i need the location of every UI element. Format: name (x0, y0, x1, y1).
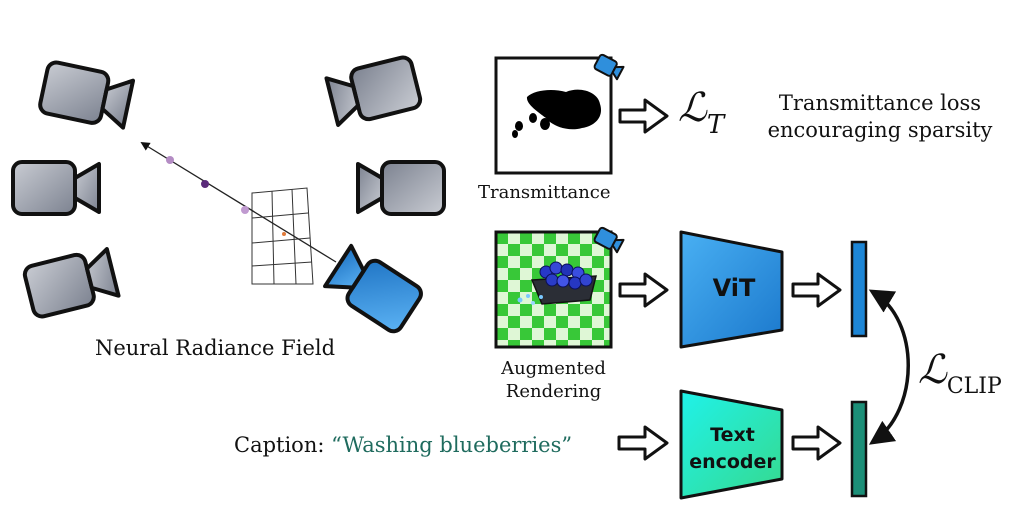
transmittance-label: Transmittance (478, 182, 611, 203)
text-encoder-line2: encoder (689, 451, 776, 473)
clip-loss-double-arrow (868, 289, 910, 445)
camera-icon-top-left (36, 58, 136, 132)
camera-icon-active-blue (321, 242, 427, 337)
camera-icon-small-augmented (593, 226, 625, 254)
ray-sample-point (166, 156, 174, 164)
augmented-label-line1: Augmented (501, 358, 606, 379)
caption-line: Caption: “Washing blueberries” (234, 433, 572, 457)
camera-ray (140, 142, 337, 263)
image-plane-grid (251, 187, 314, 285)
vit-encoder-block (679, 230, 784, 349)
camera-icon-top-right (324, 53, 425, 129)
camera-icon-left (11, 160, 101, 216)
ray-sample-point (241, 206, 249, 214)
text-encoder-block (679, 389, 784, 500)
arrow-text-encoder-to-embedding (791, 425, 842, 461)
clip-loss-symbol: ℒCLIP (918, 347, 1002, 399)
transmittance-image (494, 56, 613, 175)
caption-prefix: Caption: (234, 433, 325, 457)
transmittance-loss-description-line1: Transmittance loss (778, 91, 982, 115)
transmittance-loss-subscript: T (706, 110, 725, 140)
image-embedding-bar (850, 240, 868, 338)
arrow-to-transmittance-loss (618, 98, 669, 134)
text-encoder-line1: Text (710, 424, 755, 446)
camera-icon-small-transmittance (593, 53, 625, 81)
augmented-label-line2: Rendering (505, 381, 602, 402)
augmented-rendering-image (494, 230, 613, 349)
vit-label: ViT (712, 274, 756, 302)
augmented-rendering-label: Augmented Rendering (486, 357, 621, 403)
camera-icon-right (356, 160, 446, 216)
clip-loss-subscript: CLIP (946, 374, 1002, 399)
camera-icon-bottom-left (20, 245, 121, 321)
transmittance-loss-description-line2: encouraging sparsity (767, 118, 993, 142)
arrow-vit-to-embedding (791, 272, 842, 308)
ray-sample-point (282, 232, 286, 236)
arrow-caption-to-text-encoder (617, 425, 669, 461)
arrow-to-vit (618, 272, 669, 308)
text-embedding-bar (850, 400, 868, 498)
transmittance-loss-symbol: ℒT (678, 85, 725, 140)
text-encoder-label: Text encoder (680, 422, 785, 476)
ray-sample-point (201, 180, 209, 188)
transmittance-loss-description: Transmittance loss encouraging sparsity (760, 90, 1000, 144)
nerf-label: Neural Radiance Field (95, 336, 336, 360)
caption-text: “Washing blueberries” (331, 433, 573, 457)
